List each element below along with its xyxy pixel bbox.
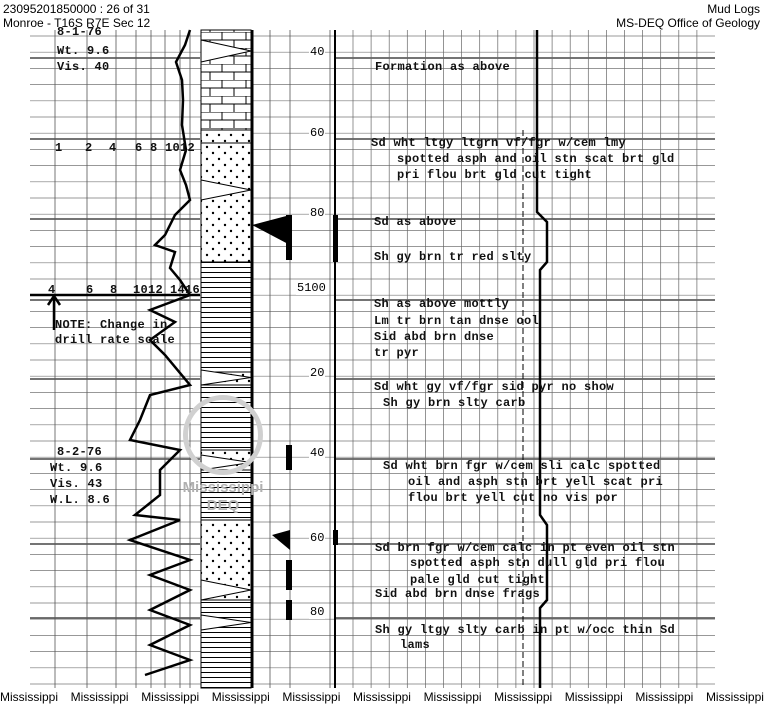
footer-watermark-row: Mississippi Mississippi Mississippi Mississ… [0,690,764,704]
drill-rate-scale-tick: 1012 [165,141,196,155]
lithology-description: spotted asph stn dull gld pri flou [410,556,666,570]
total-gas-curve [535,30,549,688]
lithology-description: lams [400,638,431,652]
lithology-description: pale gld cut tight [410,573,546,587]
lithology-description: Sd wht ltgy ltgrn vf/fgr w/cem lmy [371,136,627,150]
arrow-up-icon [46,293,62,330]
depth-label: 80 [309,206,326,220]
depth-label: 40 [309,446,326,460]
mud-water-loss: W.L. 8.6 [50,493,111,507]
watermark-text: DEQ [206,497,240,514]
drill-rate-scale-tick: 6 [135,141,143,155]
footer-watermark-text: Mississippi [423,690,482,704]
lithology-interval [200,142,252,263]
footer-watermark-text: Mississippi [211,690,270,704]
mud-weight: Wt. 9.6 [57,44,110,58]
drill-rate-scale-tick: 1012 [133,283,164,297]
drill-rate-scale-tick: 2 [85,141,93,155]
log-type: Mud Logs [707,2,760,16]
lithology-description: Sh as above mottly [374,297,510,311]
lithology-description: Sh gy ltgy slty carb in pt w/occ thin Sd [375,623,676,637]
lithology-wedge [200,179,252,201]
footer-watermark-text: Mississippi [141,690,200,704]
show-bar [286,560,292,590]
lithology-description: tr pyr [374,346,420,360]
depth-label: 40 [309,45,326,59]
lithology-description: Lm tr brn tan dnse ool [374,314,540,328]
oil-show-marker [252,215,290,245]
note-line-1: NOTE: Change in [55,318,168,332]
lithology-description: flou brt yell cut no vis por [408,491,619,505]
well-location: Monroe - T16S R7E Sec 12 [3,16,151,30]
mdeq-watermark: Mississippi DEQ [178,395,268,515]
depth-label: 20 [309,366,326,380]
mud-weight: Wt. 9.6 [50,461,103,475]
agency: MS-DEQ Office of Geology [616,16,760,30]
depth-label: 5100 [296,281,327,295]
mud-viscosity: Vis. 43 [50,477,103,491]
lithology-wedge [200,614,252,631]
lithology-description: Sd brn fgr w/cem calc in pt even oil stn [375,541,676,555]
footer-watermark-text: Mississippi [70,690,129,704]
watermark-seal-icon [183,395,263,475]
lithology-description: Sd wht gy vf/fgr sid pyr no show [374,380,615,394]
show-bar [286,445,292,470]
footer-watermark-text: Mississippi [0,690,59,704]
watermark-text: Mississippi [182,479,264,496]
footer-watermark-text: Mississippi [282,690,341,704]
depth-label: 60 [309,126,326,140]
lithology-wedge [200,579,252,601]
footer-watermark-text: Mississippi [494,690,553,704]
lithology-interval [200,261,252,373]
depth-label: 80 [309,605,326,619]
cut-marker [333,215,338,262]
note-line-2: drill rate scale [55,333,176,347]
drill-rate-scale-tick: 4 [48,283,56,297]
footer-watermark-text: Mississippi [564,690,623,704]
mud-date: 8-1-76 [57,25,103,39]
lithology-description: Sh gy brn slty carb [383,396,526,410]
drill-rate-scale-tick: 6 [86,283,94,297]
drill-rate-scale-tick: 1416 [170,283,201,297]
drill-rate-curve [126,29,194,677]
lithology-wedge [200,369,252,386]
drill-rate-scale-tick: 8 [150,141,158,155]
drill-rate-scale-tick: 1 [55,141,63,155]
footer-watermark-text: Mississippi [635,690,694,704]
show-bar [286,600,292,620]
lithology-description: Sid abd brn dnse [374,330,495,344]
lithology-interval [200,599,252,689]
lithology-description: Sid abd brn dnse frags [375,587,541,601]
lithology-description: Formation as above [375,60,511,74]
cut-marker [333,530,338,545]
drill-rate-scale-tick: 8 [110,283,118,297]
footer-watermark-text: Mississippi [705,690,764,704]
drill-rate-scale-tick: 4 [109,141,117,155]
document-id: 23095201850000 : 26 of 31 [3,2,150,16]
lithology-description: oil and asph stn brt yell scat pri [408,475,664,489]
footer-watermark-text: Mississippi [352,690,411,704]
lithology-description: Sd wht brn fgr w/cem sli calc spotted [383,459,661,473]
lithology-wedge [200,39,252,63]
oil-show-marker [272,530,290,550]
mud-viscosity: Vis. 40 [57,60,110,74]
lithology-interval [200,129,252,144]
lithology-description: spotted asph and oil stn scat brt gld [397,152,675,166]
lithology-description: Sd as above [374,215,457,229]
lithology-description: pri flou brt gld cut tight [397,168,593,182]
show-bar [286,215,292,260]
mud-date: 8-2-76 [57,445,103,459]
depth-label: 60 [309,531,326,545]
lithology-description: Sh gy brn tr red slty [374,250,532,264]
